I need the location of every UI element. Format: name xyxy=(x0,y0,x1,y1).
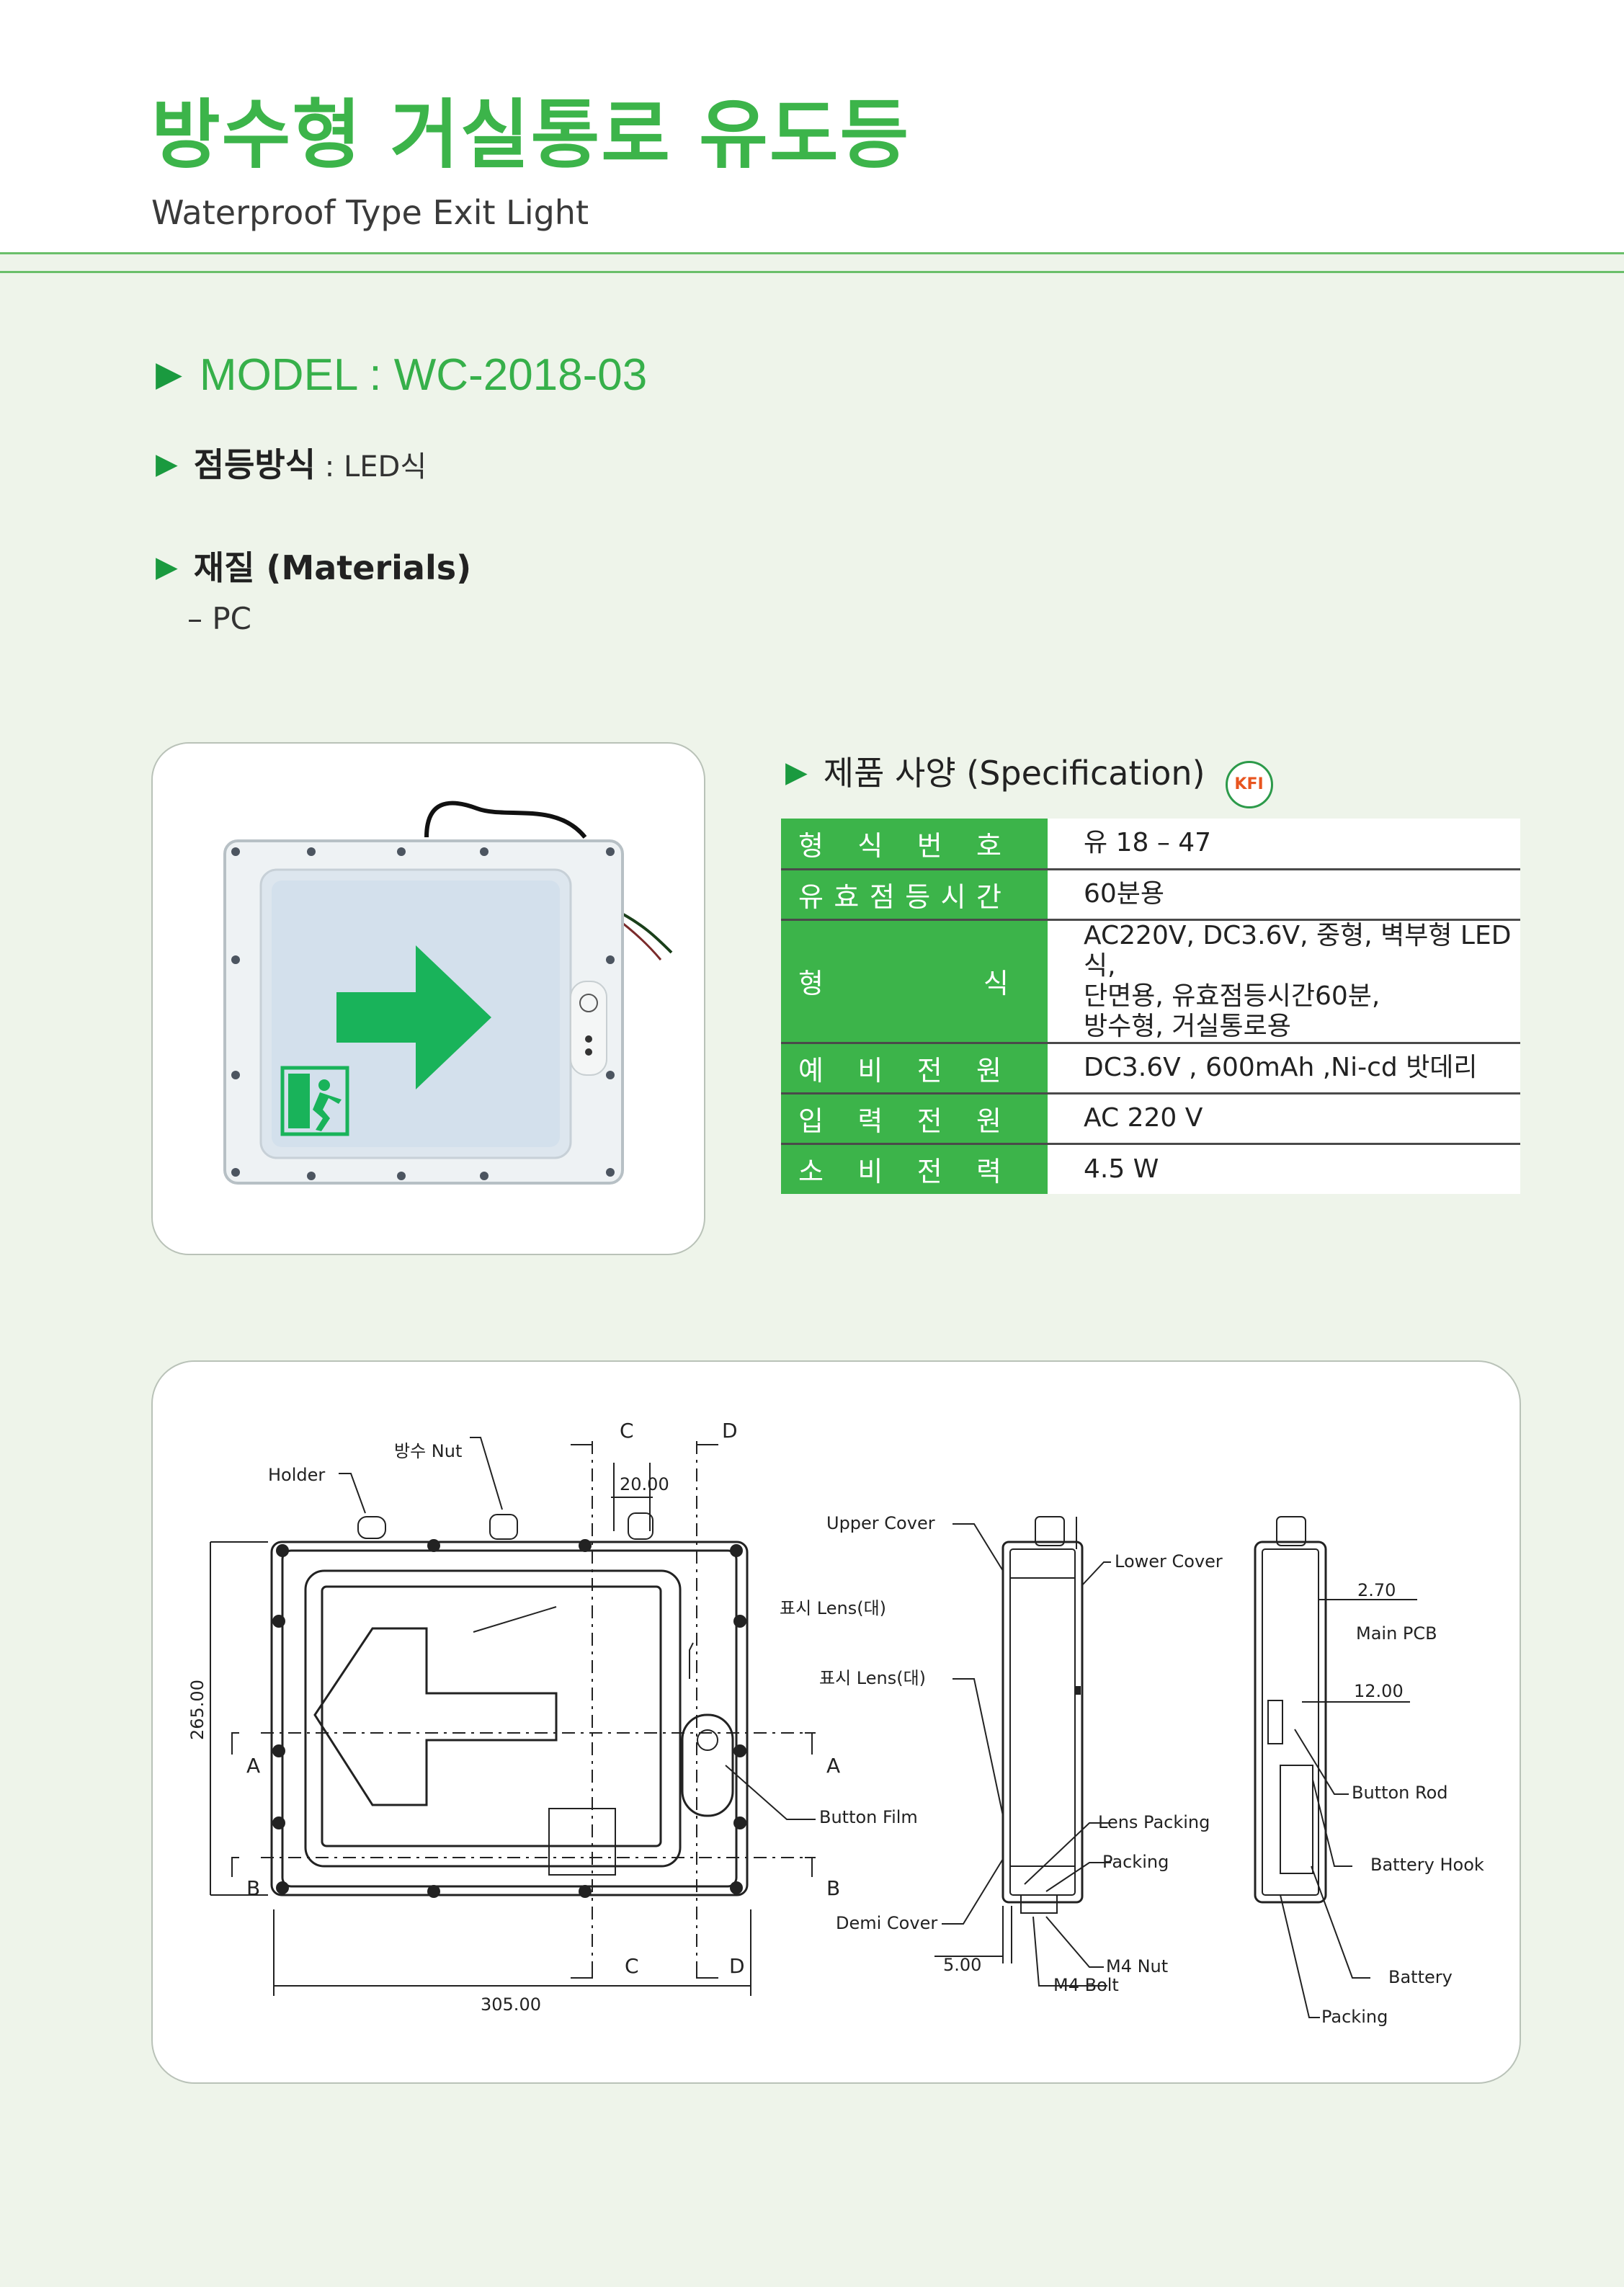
spec-value: AC220V, DC3.6V, 중형, 벽부형 LED식,단면용, 유효점등시간… xyxy=(1048,919,1520,1044)
label-c-bottom: C xyxy=(625,1954,639,1978)
label-lens-side: 표시 Lens(대) xyxy=(819,1668,926,1688)
product-photo xyxy=(151,742,705,1255)
spec-value: 60분용 xyxy=(1048,869,1520,921)
label-dim-265: 265.00 xyxy=(187,1680,208,1740)
spec-value-line: 방수형, 거실통로용 xyxy=(1084,1011,1291,1041)
materials-label: 재질 (Materials) xyxy=(193,548,472,587)
label-dim-12: 12.00 xyxy=(1354,1681,1404,1701)
label-battery-hook: Battery Hook xyxy=(1370,1855,1484,1875)
front-view-nuts xyxy=(339,1437,653,1540)
exit-light-photo xyxy=(223,801,673,1185)
materials-value: – PC xyxy=(187,601,252,636)
label-b-right: B xyxy=(826,1876,840,1900)
arrow-right-icon xyxy=(336,945,491,1089)
side-view-marks xyxy=(1075,1686,1081,1695)
label-holder: Holder xyxy=(268,1465,325,1485)
spec-value: 4.5 W xyxy=(1048,1144,1520,1194)
label-button-rod: Button Rod xyxy=(1352,1783,1448,1803)
lighting-label: 점등방식 xyxy=(193,445,316,484)
bullet-triangle-icon: ▶ xyxy=(156,355,182,393)
label-packing-side: Packing xyxy=(1102,1852,1169,1872)
section-view xyxy=(1254,1516,1417,2018)
spec-value: 유 18 – 47 xyxy=(1048,819,1520,870)
lighting-value: : LED식 xyxy=(316,450,427,483)
bullet-triangle-icon: ▶ xyxy=(785,756,808,789)
lighting-line: ▶ 점등방식 : LED식 xyxy=(156,448,427,481)
label-lower-cover: Lower Cover xyxy=(1115,1551,1223,1572)
front-view xyxy=(261,1441,816,1974)
bullet-triangle-icon: ▶ xyxy=(156,447,178,481)
technical-drawing: Holder 방수 Nut C D 20.00 A B A B C D 265.… xyxy=(151,1360,1521,2084)
label-dim-5: 5.00 xyxy=(943,1955,981,1975)
spec-value-line: AC220V, DC3.6V, 중형, 벽부형 LED식, xyxy=(1084,920,1512,981)
label-m4-bolt: M4 Bolt xyxy=(1053,1975,1119,1995)
label-a-left: A xyxy=(246,1754,260,1778)
bullet-triangle-icon: ▶ xyxy=(156,550,178,584)
model-value: WC-2018-03 xyxy=(393,350,648,400)
label-dim-305: 305.00 xyxy=(481,1994,541,2015)
spec-heading: ▶ 제품 사양 (Specification) KFI xyxy=(785,757,1273,808)
label-m4-nut: M4 Nut xyxy=(1106,1956,1168,1976)
spec-value-line: 단면용, 유효점등시간60분, xyxy=(1084,981,1380,1011)
label-d-bottom: D xyxy=(729,1954,745,1978)
label-button-film: Button Film xyxy=(819,1807,918,1827)
spec-value: AC 220 V xyxy=(1048,1093,1520,1145)
page-title: 방수형 거실통로 유도등 xyxy=(151,91,911,179)
drawing-svg: Holder 방수 Nut C D 20.00 A B A B C D 265.… xyxy=(187,1419,1484,2027)
label-dim-270: 2.70 xyxy=(1357,1580,1396,1600)
spec-value: DC3.6V , 600mAh ,Ni-cd 밧데리 xyxy=(1048,1043,1520,1095)
label-a-right: A xyxy=(826,1754,840,1778)
label-battery: Battery xyxy=(1388,1967,1453,1987)
front-view-dims xyxy=(210,1444,816,1996)
label-upper-cover: Upper Cover xyxy=(826,1513,935,1533)
spec-heading-text: 제품 사양 (Specification) xyxy=(823,754,1205,793)
label-lens-front: 표시 Lens(대) xyxy=(780,1598,886,1618)
label-c-top: C xyxy=(620,1419,634,1443)
label-demi-cover: Demi Cover xyxy=(836,1913,937,1933)
model-line: ▶ MODEL : WC-2018-03 xyxy=(156,353,647,398)
label-main-pcb: Main PCB xyxy=(1356,1623,1437,1644)
label-packing-section: Packing xyxy=(1321,2007,1388,2027)
label-lens-packing: Lens Packing xyxy=(1098,1812,1210,1832)
materials-line: ▶ 재질 (Materials) xyxy=(156,551,471,584)
page-subtitle: Waterproof Type Exit Light xyxy=(151,193,589,232)
label-b-left: B xyxy=(246,1876,260,1900)
label-d-top: D xyxy=(722,1419,738,1443)
label-nut: 방수 Nut xyxy=(394,1441,462,1461)
kfi-logo: KFI xyxy=(1225,761,1273,808)
label-dim-20: 20.00 xyxy=(620,1474,669,1494)
side-view xyxy=(934,1516,1111,1987)
model-label: MODEL : xyxy=(199,350,394,400)
page-header: 방수형 거실통로 유도등 Waterproof Type Exit Light xyxy=(0,0,1624,252)
running-man-icon xyxy=(288,1074,342,1131)
header-divider xyxy=(0,252,1624,254)
front-view-bolts xyxy=(272,1539,746,1898)
header-divider xyxy=(0,271,1624,273)
